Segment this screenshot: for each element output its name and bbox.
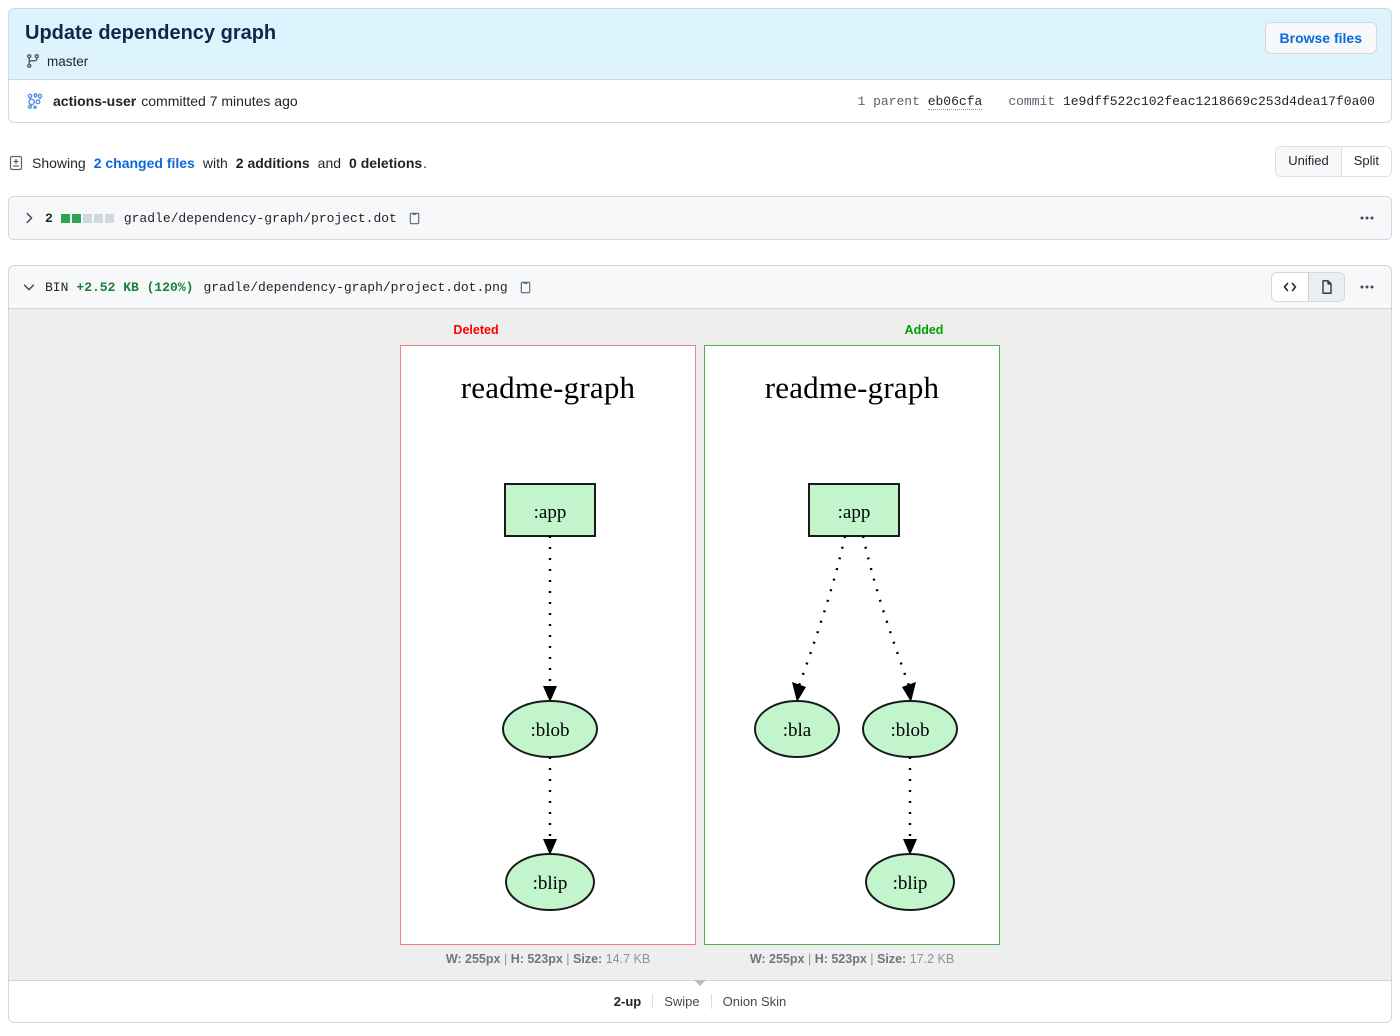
- file-icon[interactable]: [1308, 273, 1344, 301]
- added-graph-title: readme-graph: [764, 370, 940, 405]
- page-title: Update dependency graph: [25, 22, 277, 44]
- svg-text::app: :app: [534, 502, 567, 523]
- added-image-height: H: 523px: [814, 952, 867, 966]
- deleted-graph: :app :blob :blip: [502, 483, 598, 911]
- diffstat-add-block: [60, 213, 70, 223]
- commit-time: committed 7 minutes ago: [141, 93, 298, 109]
- branch-row: master: [25, 53, 1375, 69]
- added-graph: :app :bla :blob: [754, 483, 958, 911]
- deletions-count: 0 deletions: [349, 155, 423, 171]
- commit-sha-group: 1 parent eb06cfa commit 1e9dff522c102fea…: [857, 80, 1375, 122]
- code-icon[interactable]: [1272, 273, 1308, 301]
- image-diff-labels: Deleted Added: [9, 323, 1391, 337]
- commit-header: Update dependency graph master Browse fi…: [9, 9, 1391, 80]
- mode-onion-skin[interactable]: Onion Skin: [710, 994, 798, 1009]
- tab-unified[interactable]: Unified: [1276, 147, 1341, 176]
- bot-avatar-icon[interactable]: [25, 91, 45, 111]
- caret-up-icon: [694, 980, 706, 986]
- branch-name[interactable]: master: [47, 53, 89, 69]
- file-entry-png: BIN +2.52 KB (120%) gradle/dependency-gr…: [8, 265, 1392, 1023]
- additions-count: 2 additions: [235, 155, 310, 171]
- parent-sha-link[interactable]: eb06cfa: [927, 93, 983, 110]
- file-header-actions: [1271, 266, 1379, 308]
- image-diff-body: Deleted Added readme-graph :app: [9, 308, 1391, 1022]
- deleted-image-frame[interactable]: readme-graph :app :blob: [400, 345, 696, 945]
- showing-word: Showing: [32, 155, 86, 171]
- chevron-right-icon[interactable]: [21, 210, 37, 226]
- svg-text::bla: :bla: [783, 720, 812, 741]
- file-path[interactable]: gradle/dependency-graph/project.dot.png: [203, 279, 508, 295]
- added-image-width: W: 255px: [749, 952, 805, 966]
- added-image-size-label: Size:: [877, 952, 907, 966]
- svg-text::blip: :blip: [533, 873, 568, 894]
- tab-split[interactable]: Split: [1340, 147, 1391, 176]
- svg-text::blip: :blip: [893, 873, 928, 894]
- image-diff-frames: readme-graph :app :blob: [9, 345, 1391, 945]
- compare-mode-bar: 2-up Swipe Onion Skin: [9, 980, 1391, 1022]
- binary-size-delta: +2.52 KB (120%): [76, 279, 194, 295]
- diff-view-toggle: Unified Split: [1275, 146, 1392, 177]
- period: .: [423, 155, 428, 171]
- with-word: with: [202, 155, 228, 171]
- deleted-image-meta: W: 255px | H: 523px | Size: 14.7 KB: [445, 952, 651, 966]
- deleted-image-size-label: Size:: [573, 952, 603, 966]
- commit-author[interactable]: actions-user: [53, 93, 137, 109]
- file-entry-dot: 2 gradle/dependency-graph/project.dot: [8, 196, 1392, 240]
- deleted-graph-title: readme-graph: [460, 370, 636, 405]
- diff-summary-bar: Showing 2 changed files with 2 additions…: [8, 146, 1392, 180]
- git-branch-icon: [25, 53, 41, 69]
- added-label: Added: [904, 323, 944, 337]
- commit-sha[interactable]: 1e9dff522c102feac1218669c253d4dea17f0a00: [1062, 93, 1375, 109]
- file-path[interactable]: gradle/dependency-graph/project.dot: [123, 210, 397, 226]
- and-word: and: [317, 155, 342, 171]
- file-header-actions: [1355, 197, 1379, 239]
- compare-modes: 2-up Swipe Onion Skin: [603, 994, 797, 1009]
- diffstat-add-block: [71, 213, 81, 223]
- diffstat-neutral-block: [93, 213, 103, 223]
- kebab-horizontal-icon[interactable]: [1355, 204, 1379, 232]
- added-image-meta: W: 255px | H: 523px | Size: 17.2 KB: [749, 952, 955, 966]
- mode-swipe[interactable]: Swipe: [652, 994, 710, 1009]
- deleted-image-height: H: 523px: [510, 952, 563, 966]
- browse-files-button[interactable]: Browse files: [1264, 22, 1377, 54]
- commit-group: commit 1e9dff522c102feac1218669c253d4dea…: [1008, 94, 1375, 109]
- commit-label: commit: [1008, 93, 1056, 109]
- kebab-horizontal-icon[interactable]: [1355, 273, 1379, 301]
- parent-group: 1 parent eb06cfa: [857, 93, 983, 110]
- deleted-image-size: 14.7 KB: [605, 952, 651, 966]
- commit-meta-row: actions-user committed 7 minutes ago 1 p…: [9, 80, 1391, 122]
- mode-2-up[interactable]: 2-up: [613, 994, 642, 1009]
- copy-icon[interactable]: [407, 211, 422, 226]
- changed-files-link[interactable]: 2 changed files: [93, 155, 195, 171]
- svg-text::blob: :blob: [890, 720, 929, 741]
- svg-text::blob: :blob: [530, 720, 569, 741]
- diff-summary-text: Showing 2 changed files with 2 additions…: [8, 155, 427, 171]
- chevron-down-icon[interactable]: [21, 279, 37, 295]
- added-image-size: 17.2 KB: [909, 952, 955, 966]
- image-size-captions: W: 255px | H: 523px | Size: 14.7 KB W: 2…: [9, 952, 1391, 966]
- commit-card: Update dependency graph master Browse fi…: [8, 8, 1392, 123]
- deleted-image-width: W: 255px: [445, 952, 501, 966]
- deleted-label: Deleted: [453, 323, 499, 337]
- diffstat-neutral-block: [104, 213, 114, 223]
- added-image-frame[interactable]: readme-graph :app :bla: [704, 345, 1000, 945]
- file-header: 2 gradle/dependency-graph/project.dot: [9, 197, 1391, 239]
- diffstat-blocks: [60, 213, 114, 223]
- copy-icon[interactable]: [518, 280, 533, 295]
- svg-text::app: :app: [838, 502, 871, 523]
- diff-icon: [8, 155, 24, 171]
- file-change-count: 2: [45, 210, 53, 226]
- parent-label: 1 parent: [857, 93, 920, 109]
- binary-label: BIN: [45, 279, 69, 295]
- file-header: BIN +2.52 KB (120%) gradle/dependency-gr…: [9, 266, 1391, 308]
- diffstat-neutral-block: [82, 213, 92, 223]
- image-view-toggle: [1271, 272, 1345, 302]
